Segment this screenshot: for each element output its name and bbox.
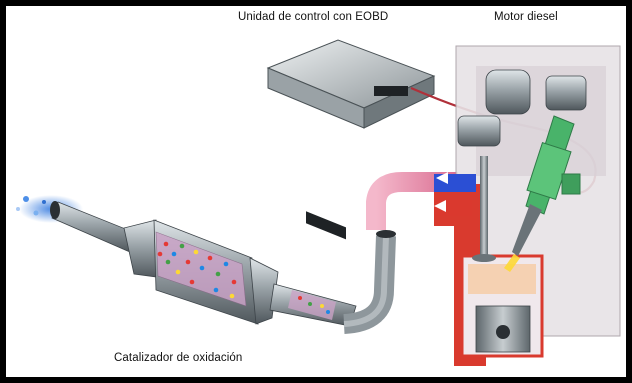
diagram-canvas: Unidad de control con EOBD Motor diesel … bbox=[6, 6, 626, 377]
engine-label: Motor diesel bbox=[494, 11, 558, 23]
catalyst-particles bbox=[157, 241, 237, 299]
diesel-engine bbox=[434, 45, 621, 366]
catalyst-label: Catalizador de oxidación bbox=[114, 352, 243, 364]
tailpipe bbox=[50, 201, 139, 253]
ecu-unit bbox=[266, 39, 436, 240]
diesel-system-illustration bbox=[16, 39, 621, 366]
ecu-label: Unidad de control con EOBD bbox=[238, 11, 389, 23]
oxidation-catalyst bbox=[123, 219, 279, 325]
exhaust-pipe bbox=[269, 172, 458, 334]
